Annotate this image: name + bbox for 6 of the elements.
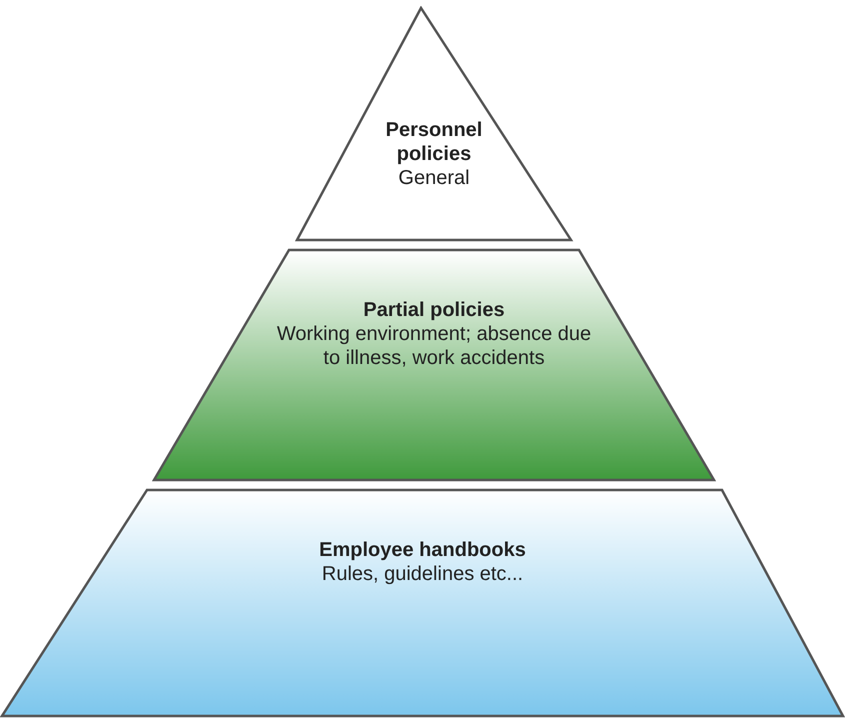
tier-description: Working environment; absence due to illness, work accidents	[276, 322, 592, 370]
tier-heading: Personnel policies	[384, 118, 484, 166]
tier-heading: Partial policies	[362, 298, 506, 322]
tier-heading: Employee handbooks	[318, 538, 527, 562]
tier-description: General	[397, 166, 471, 190]
tier-description: Rules, guidelines etc...	[320, 562, 524, 586]
